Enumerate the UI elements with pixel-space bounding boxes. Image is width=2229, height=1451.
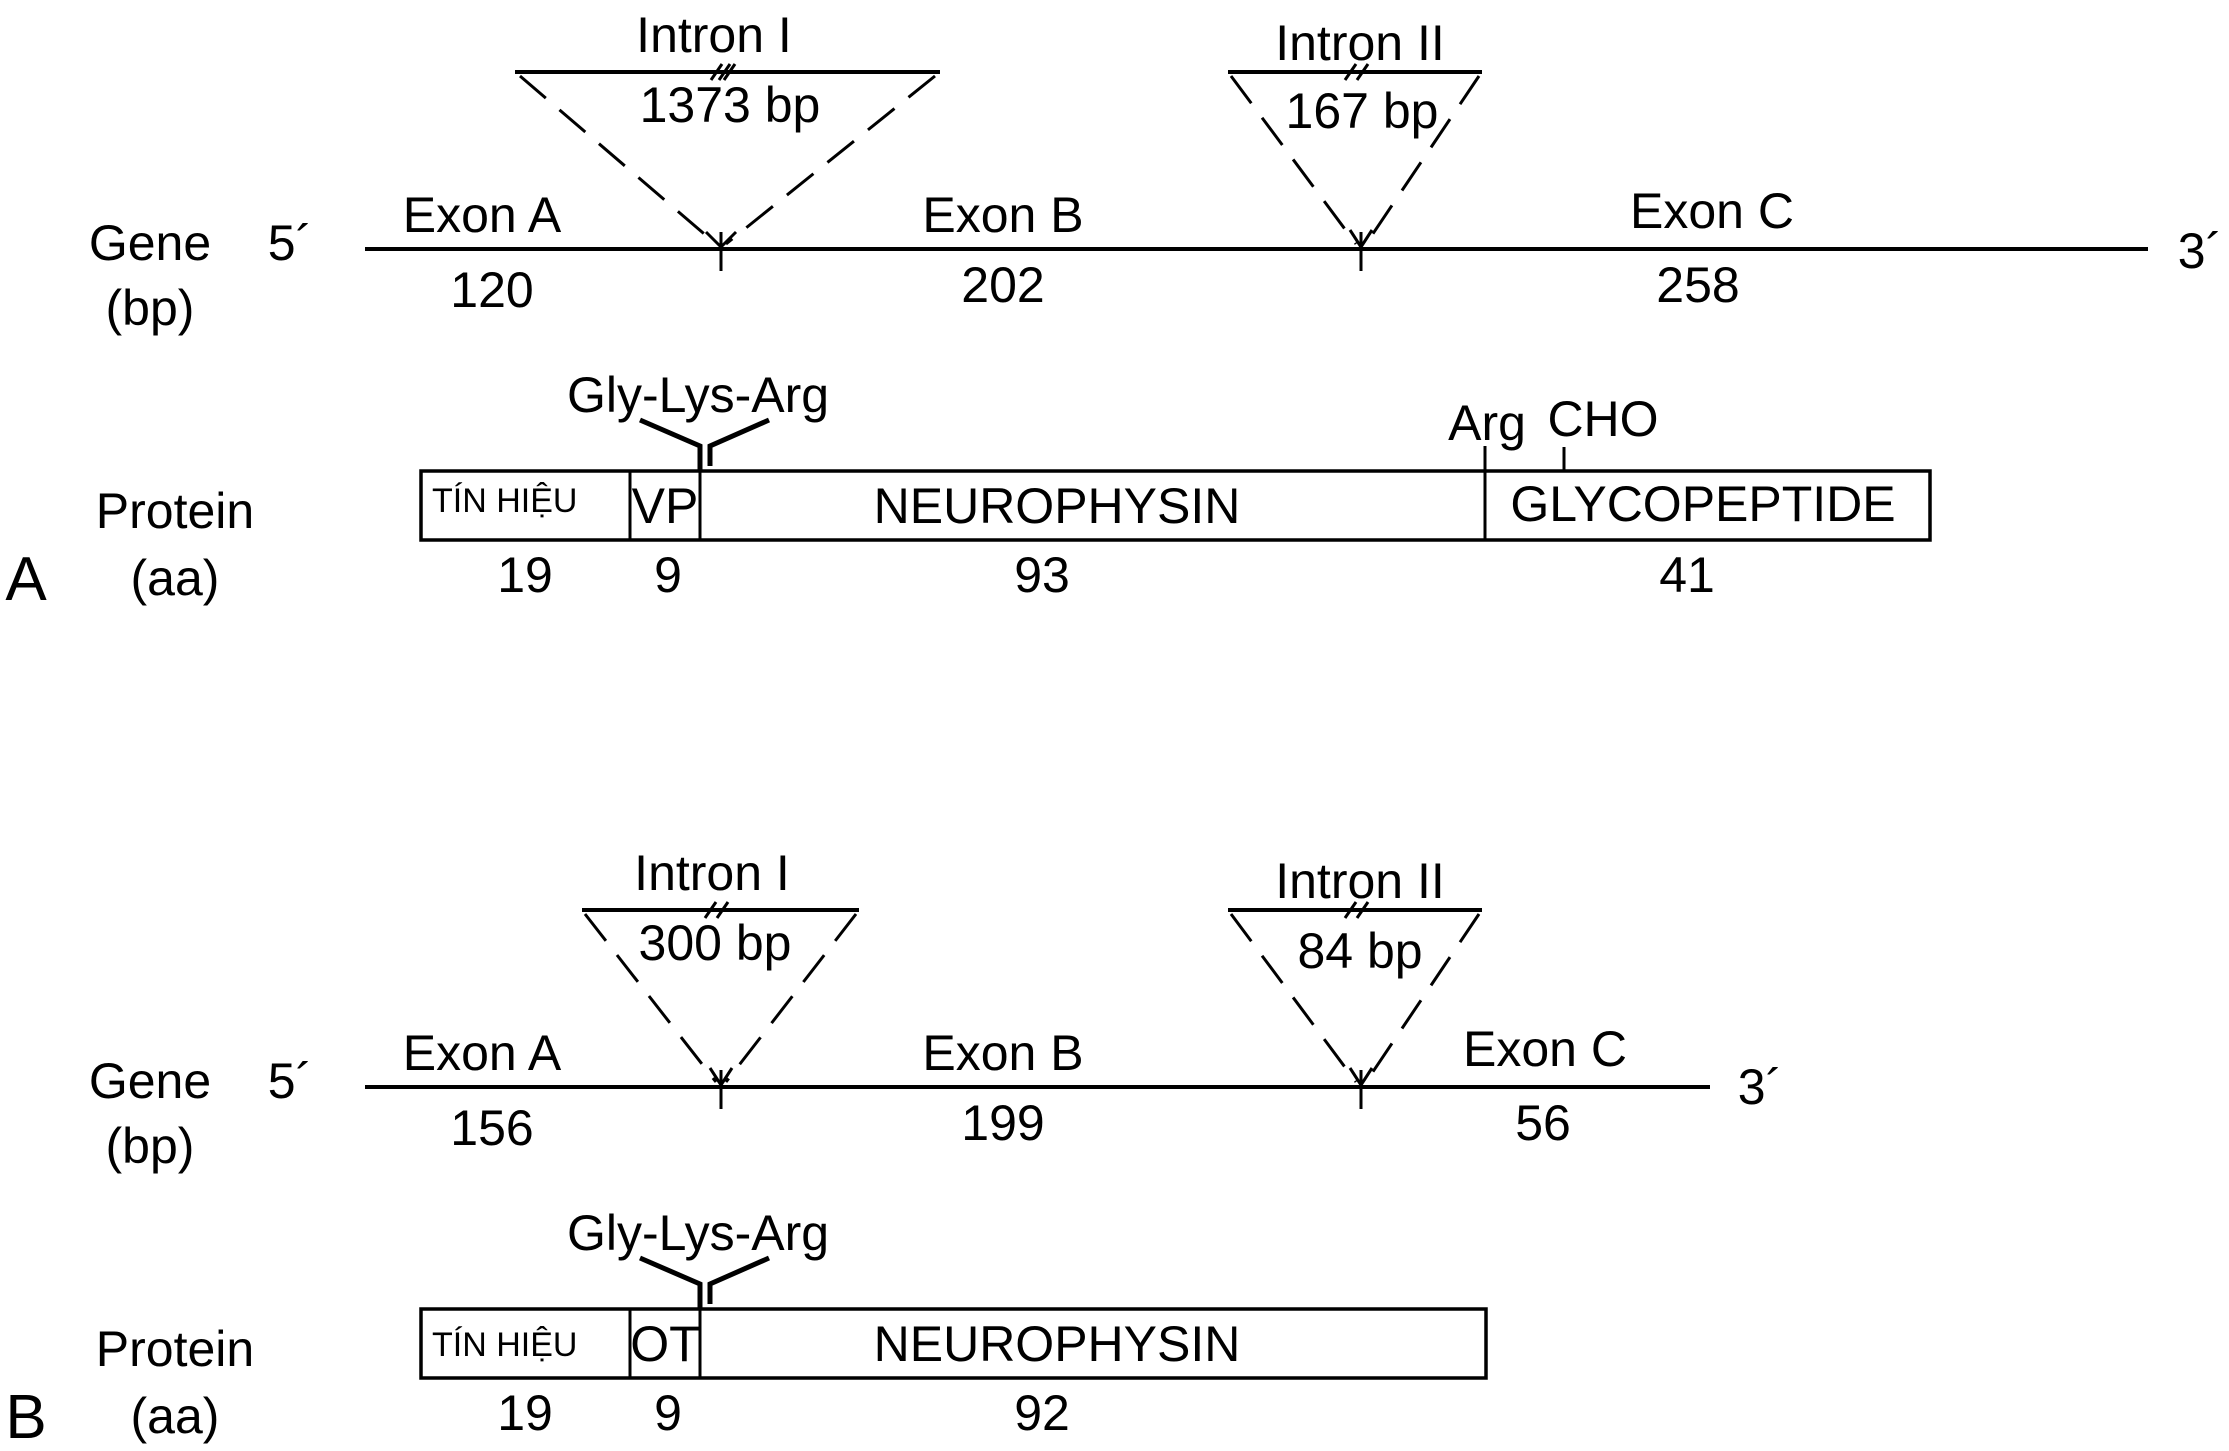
gene-unit-label: (bp): [106, 1118, 195, 1174]
cho-site-label: CHO: [1547, 391, 1658, 447]
panel-b: Gene (bp) 5´ 3´ Intron I 300 bp: [5, 845, 1782, 1451]
gene-label: Gene: [89, 1053, 211, 1109]
exon-a-length: 156: [450, 1100, 533, 1156]
protein-unit-label: (aa): [131, 550, 220, 606]
three-prime-label: 3´: [2178, 223, 2222, 279]
intron-ii-length: 84 bp: [1297, 923, 1422, 979]
signal-segment-label: TÍN HIỆU: [432, 1326, 577, 1364]
protein-label: Protein: [96, 1321, 254, 1377]
intron-i-triangle: [515, 63, 940, 249]
five-prime-label: 5´: [268, 1053, 312, 1109]
intron-ii-length: 167 bp: [1286, 83, 1439, 139]
neurophysin-length: 93: [1014, 547, 1070, 603]
ot-length: 9: [654, 1385, 682, 1441]
three-prime-label: 3´: [1738, 1059, 1782, 1115]
exon-a-length: 120: [450, 262, 533, 318]
protein-precursor-box: [419, 469, 1932, 542]
intron-ii-triangle: [1228, 63, 1482, 248]
cleavage-fork: [639, 1255, 771, 1309]
signal-segment-label: TÍN HIỆU: [432, 482, 577, 520]
exon-a-label: Exon A: [403, 1025, 562, 1081]
neurophysin-segment-label: NEUROPHYSIN: [874, 1316, 1241, 1372]
protein-unit-label: (aa): [131, 1388, 220, 1444]
exon-b-label: Exon B: [922, 187, 1083, 243]
ot-segment-label: OT: [630, 1316, 699, 1372]
intron-ii-triangle: [1228, 901, 1482, 1086]
arg-site-label: Arg: [1448, 395, 1526, 451]
panel-letter: A: [5, 545, 47, 614]
exon-c-length: 258: [1656, 257, 1739, 313]
intron-ii-label: Intron II: [1275, 15, 1445, 71]
protein-precursor-box: [419, 1307, 1488, 1380]
cleavage-site-label: Gly-Lys-Arg: [567, 367, 829, 423]
intron-ii-label: Intron II: [1275, 853, 1445, 909]
gene-unit-label: (bp): [106, 280, 195, 336]
neurophysin-segment-label: NEUROPHYSIN: [874, 478, 1241, 534]
exon-b-label: Exon B: [922, 1025, 1083, 1081]
five-prime-label: 5´: [268, 215, 312, 271]
protein-label: Protein: [96, 483, 254, 539]
gene-label: Gene: [89, 215, 211, 271]
cleavage-site-label: Gly-Lys-Arg: [567, 1205, 829, 1261]
exon-a-label: Exon A: [403, 187, 562, 243]
signal-length: 19: [497, 547, 553, 603]
vp-segment-label: VP: [632, 478, 699, 534]
intron-i-length: 300 bp: [639, 915, 792, 971]
intron-i-length: 1373 bp: [640, 77, 821, 133]
exon-c-label: Exon C: [1463, 1021, 1627, 1077]
intron-i-label: Intron I: [636, 7, 792, 63]
exon-b-length: 199: [961, 1095, 1044, 1151]
vp-length: 9: [654, 547, 682, 603]
intron-i-label: Intron I: [634, 845, 790, 901]
glycopeptide-segment-label: GLYCOPEPTIDE: [1510, 476, 1895, 532]
exon-b-length: 202: [961, 257, 1044, 313]
exon-c-label: Exon C: [1630, 183, 1794, 239]
exon-c-length: 56: [1515, 1095, 1571, 1151]
panel-letter: B: [5, 1383, 46, 1451]
cleavage-fork: [639, 417, 771, 471]
panel-a: Gene (bp) 5´ 3´ Intron I 1373 bp: [5, 7, 2222, 614]
glycopeptide-length: 41: [1659, 547, 1715, 603]
intron-i-triangle: [582, 901, 859, 1086]
signal-length: 19: [497, 1385, 553, 1441]
neurophysin-length: 92: [1014, 1385, 1070, 1441]
